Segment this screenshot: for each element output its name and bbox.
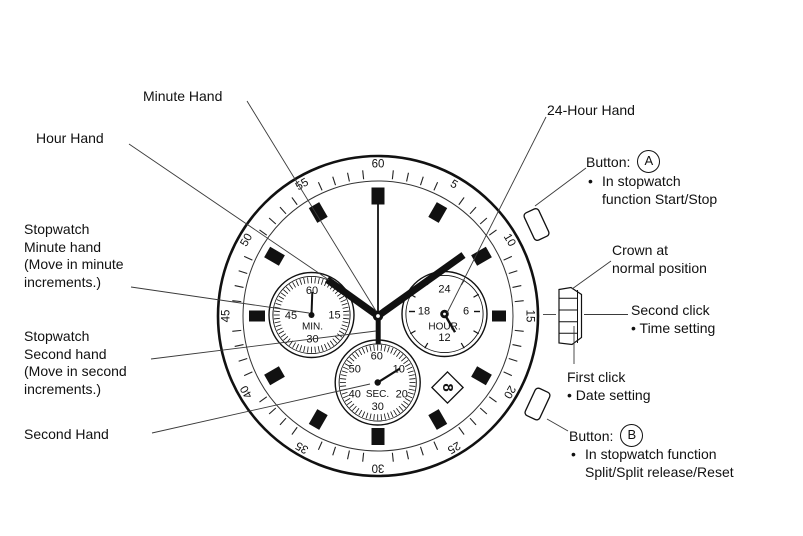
svg-text:55: 55 xyxy=(294,176,311,193)
svg-text:40: 40 xyxy=(238,383,255,400)
centre-pivot xyxy=(372,310,384,322)
button-a-description: • In stopwatch function Start/Stop xyxy=(588,173,717,208)
pusher-button-b xyxy=(524,387,551,421)
watch-face xyxy=(216,154,540,478)
hour-hand-label: Hour Hand xyxy=(36,130,104,146)
svg-text:30: 30 xyxy=(372,462,385,474)
svg-text:24: 24 xyxy=(438,284,450,296)
svg-text:15: 15 xyxy=(328,310,340,322)
bullet-icon: • xyxy=(588,173,593,189)
svg-text:5: 5 xyxy=(448,178,460,192)
first-click-label: First click • Date setting xyxy=(567,369,651,403)
svg-text:60: 60 xyxy=(372,159,385,171)
pusher-button-a xyxy=(523,208,550,241)
svg-text:8: 8 xyxy=(439,383,456,391)
second-click-label: Second click • Time setting xyxy=(631,302,716,336)
button-a-circle-letter: A xyxy=(637,150,661,173)
svg-text:18: 18 xyxy=(418,306,430,318)
button-b-label: Button: B xyxy=(569,424,644,447)
svg-text:40: 40 xyxy=(349,389,361,401)
hour-hand xyxy=(324,276,381,319)
button-a-text: Button: xyxy=(586,153,631,170)
svg-text:60: 60 xyxy=(306,285,318,297)
button-a-label: Button: A xyxy=(586,150,661,173)
svg-text:50: 50 xyxy=(349,364,361,376)
svg-text:SEC.: SEC. xyxy=(366,389,389,400)
crown-position-label: Crown at normal position xyxy=(612,242,707,276)
minute-hand xyxy=(375,252,466,319)
svg-text:30: 30 xyxy=(372,401,384,413)
svg-text:15: 15 xyxy=(524,310,536,323)
24-hour-hand-label: 24-Hour Hand xyxy=(547,102,635,118)
button-b-desc-text: In stopwatch function Split/Split releas… xyxy=(585,446,734,480)
stopwatch-minute-hand-label: Stopwatch Minute hand (Move in minute in… xyxy=(24,221,124,290)
svg-text:20: 20 xyxy=(501,383,518,400)
svg-text:20: 20 xyxy=(396,389,408,401)
svg-text:6: 6 xyxy=(463,306,469,318)
svg-text:HOUR.: HOUR. xyxy=(428,322,460,333)
button-b-circle-letter: B xyxy=(620,424,644,447)
svg-text:60: 60 xyxy=(371,351,383,363)
bezel-numbers: 60 5 10 15 20 25 30 35 40 45 50 55 xyxy=(221,159,536,474)
svg-text:12: 12 xyxy=(438,332,450,344)
bezel-minute-ticks xyxy=(232,170,524,462)
svg-text:25: 25 xyxy=(445,439,462,456)
stopwatch-second-hand-label: Stopwatch Second hand (Move in second in… xyxy=(24,328,127,397)
svg-text:50: 50 xyxy=(238,232,255,249)
svg-text:35: 35 xyxy=(294,439,311,456)
leader-lines xyxy=(128,100,628,434)
date-window: 8 xyxy=(430,370,465,405)
hour-markers xyxy=(249,187,506,445)
minute-hand-label: Minute Hand xyxy=(143,88,223,104)
svg-text:45: 45 xyxy=(285,310,297,322)
button-b-description: • In stopwatch function Split/Split rele… xyxy=(571,446,734,481)
svg-text:45: 45 xyxy=(221,310,233,323)
svg-text:10: 10 xyxy=(501,232,518,249)
button-b-text: Button: xyxy=(569,427,614,444)
chrono-second-hand xyxy=(375,203,381,345)
crown xyxy=(558,286,583,346)
second-hand-label: Second Hand xyxy=(24,426,109,442)
svg-text:30: 30 xyxy=(306,334,318,346)
bullet-icon: • xyxy=(571,446,576,462)
svg-text:MIN.: MIN. xyxy=(302,322,323,333)
button-a-desc-text: In stopwatch function Start/Stop xyxy=(602,173,718,207)
